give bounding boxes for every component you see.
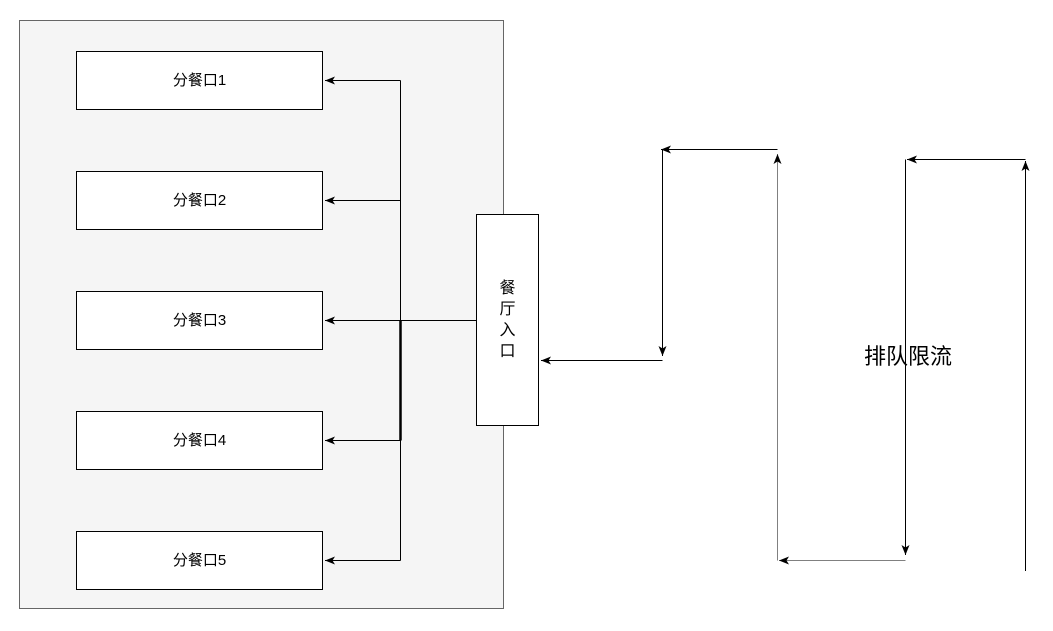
- dining-hall-container: 分餐口1 分餐口2 分餐口3 分餐口4 分餐口5: [19, 20, 504, 609]
- entrance-box: 餐厅入口: [476, 214, 539, 426]
- serving-window-5-label: 分餐口5: [172, 552, 227, 569]
- serving-window-4-label: 分餐口4: [172, 432, 227, 449]
- serving-window-3-label: 分餐口3: [172, 312, 227, 329]
- serving-window-2: 分餐口2: [76, 171, 323, 230]
- queue-label: 排队限流: [863, 344, 952, 369]
- serving-window-2-label: 分餐口2: [172, 192, 227, 209]
- entrance-label: 餐厅入口: [499, 280, 516, 360]
- serving-window-5: 分餐口5: [76, 531, 323, 590]
- serving-window-1: 分餐口1: [76, 51, 323, 110]
- serving-window-1-label: 分餐口1: [172, 72, 227, 89]
- serving-window-3: 分餐口3: [76, 291, 323, 350]
- serving-window-4: 分餐口4: [76, 411, 323, 470]
